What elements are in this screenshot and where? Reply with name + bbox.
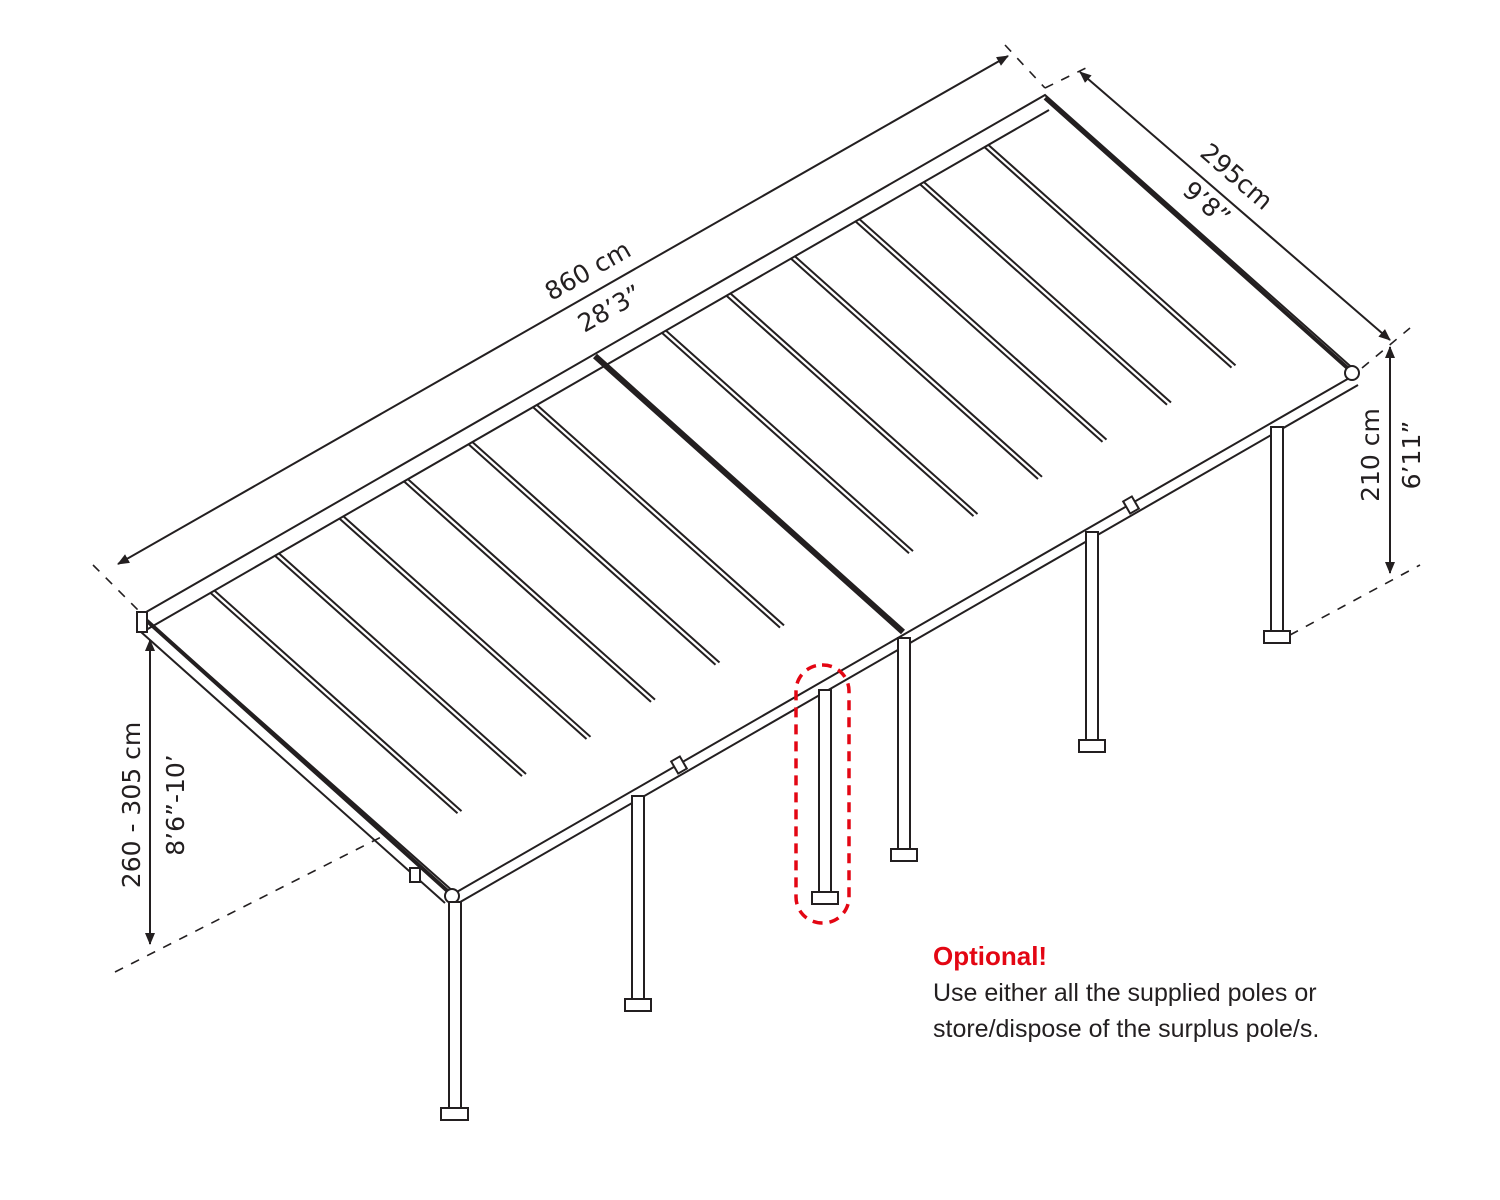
roof-rib-1-a (209, 592, 459, 815)
front-height-metric-label: 260 - 305 cm (117, 722, 146, 888)
back-height-metric-label: 210 cm (1356, 408, 1385, 502)
front-height-imperial-label: 8’6”-10’ (161, 754, 190, 856)
roof (136, 93, 1360, 906)
extension-line-width-top (1044, 65, 1091, 89)
post-2 (624, 795, 652, 1012)
back-ground-line (1289, 564, 1421, 636)
dimension-arrows (117, 55, 1395, 945)
front-ground-line (114, 829, 396, 973)
roof-rib-1-b (213, 589, 463, 812)
note-line-1: Use either all the supplied poles or (933, 979, 1317, 1007)
extension-line-width-bottom (1361, 327, 1411, 369)
optional-pole-highlight (794, 663, 851, 925)
back-height-imperial-label: 6’11” (1397, 421, 1426, 490)
optional-note: Optional! Use either all the supplied po… (933, 937, 1473, 1047)
reference-dashed-lines (92, 44, 1421, 973)
post-4 (890, 637, 918, 862)
posts (409, 426, 1291, 1121)
roof-rib-2-b (278, 552, 527, 775)
post-front-left (440, 901, 469, 1121)
length-arrow (117, 55, 1009, 565)
note-title: Optional! (933, 941, 1048, 971)
width-arrow (1079, 71, 1391, 341)
extension-line-top-right (1004, 44, 1046, 89)
left-end-profile (144, 618, 454, 897)
extension-line-left-top (92, 564, 141, 613)
post-optional (811, 689, 839, 905)
wall-bracket (409, 867, 421, 883)
roof-rib-2-a (274, 554, 523, 777)
note-line-2: store/dispose of the surplus pole/s. (933, 1015, 1320, 1043)
post-5 (1078, 531, 1106, 753)
post-back-right (1263, 426, 1291, 644)
